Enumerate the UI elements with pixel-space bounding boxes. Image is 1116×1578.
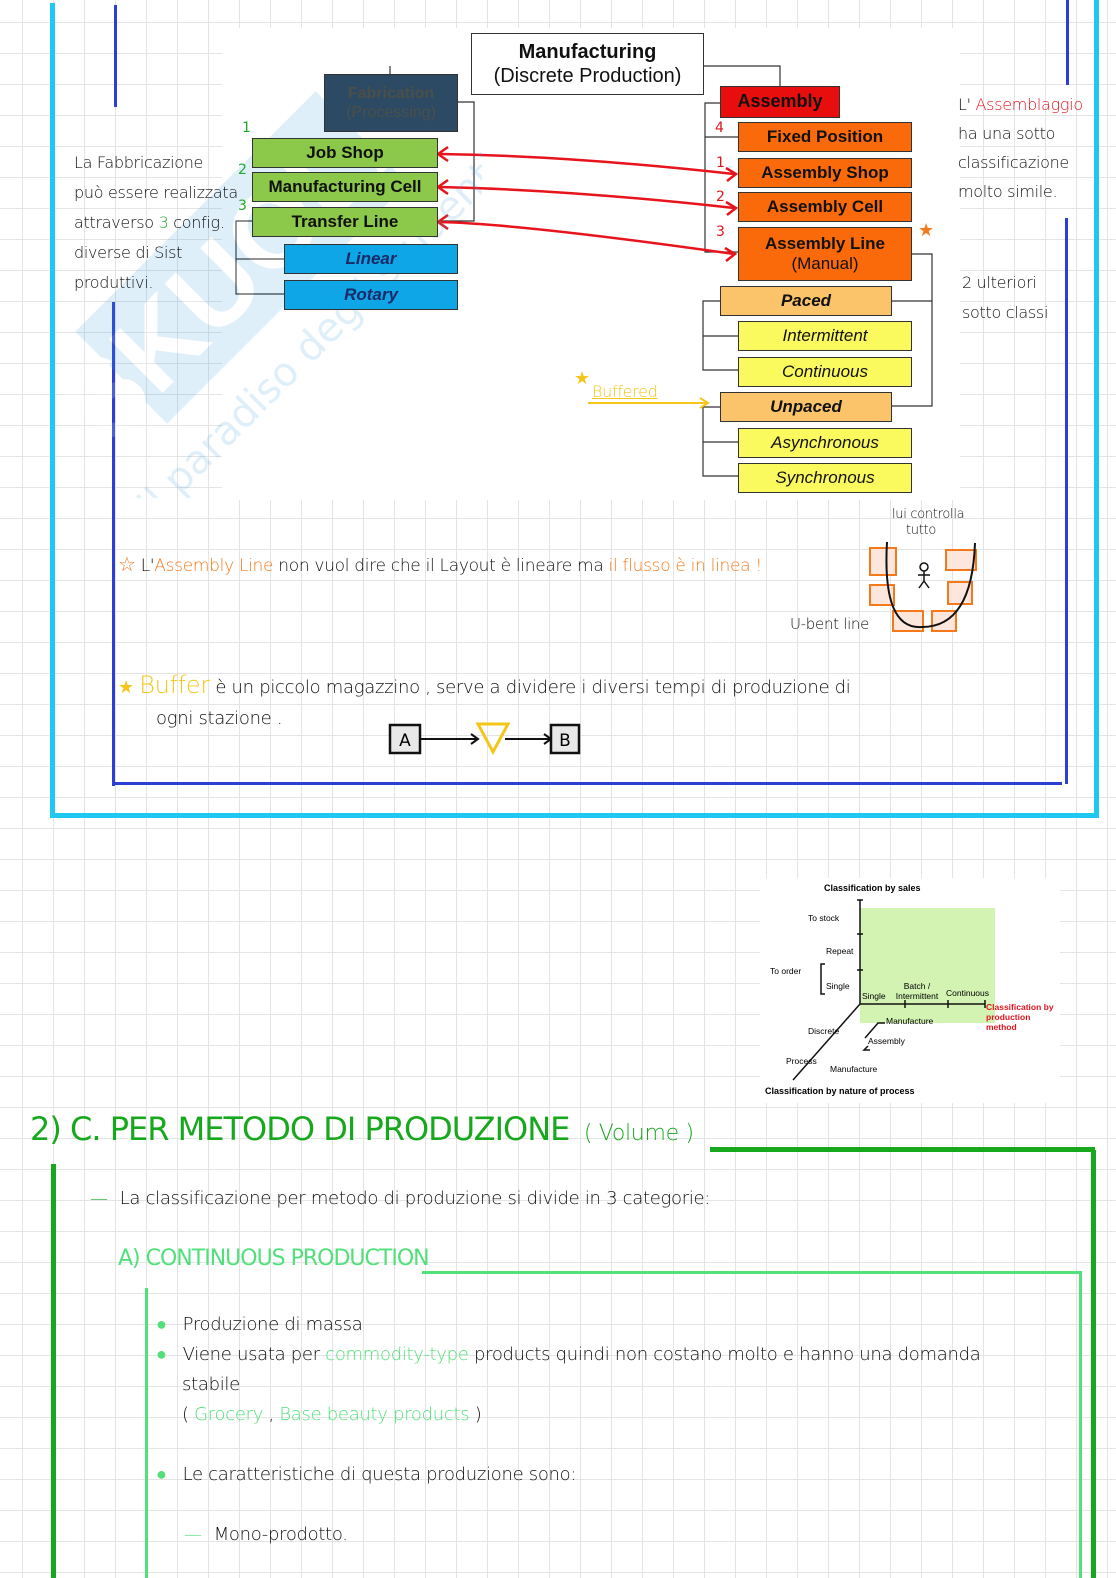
bullet-item: ●Le caratteristiche di questa produzione… [156,1464,577,1485]
subheading-underline [422,1271,1082,1274]
box-unpaced: Unpaced [720,392,892,422]
connector-assemblyline-bracket [892,253,933,407]
cyan-frame-right [1094,0,1099,818]
blue-frame-right [1065,218,1068,784]
red-arrow-cell-assemblycell [439,185,735,210]
buffer-flow-diagram: A B [388,722,581,756]
diagram-connectors [235,65,933,477]
station-b-label: B [559,731,571,751]
blue-frame-right-top [1066,0,1069,85]
box-asynchronous: Asynchronous [738,428,912,458]
star-icon-buffered: ★ [574,368,591,388]
box-job-shop: Job Shop [252,138,438,168]
chart-title-nature: Classification by nature of process [765,1086,915,1096]
star-icon-assembly-line: ★ [918,220,935,240]
box-assembly-line: Assembly Line(Manual) [738,227,912,281]
box-paced: Paced [720,286,892,316]
box-continuous: Continuous [738,357,912,387]
examples-line: ( Grocery , Base beauty products ) [182,1404,482,1425]
section2-frame-left [51,1164,56,1578]
connector-fabrication-bracket [436,101,475,222]
number-fixed-position: 4 [715,120,724,136]
chart-title-sales: Classification by sales [824,883,921,893]
assembly-note: L' Assemblaggio ha una sotto classificaz… [958,95,1083,201]
box-manufacturing: Manufacturing(Discrete Production) [471,33,704,95]
number-assembly-cell: 2 [716,189,725,205]
number-assembly-shop: 1 [716,155,725,171]
number-manufacturing-cell: 2 [238,162,247,178]
connector-paced-bracket [702,300,738,371]
subsection-frame-right [1079,1271,1082,1578]
box-fixed-position: Fixed Position [738,122,912,152]
blue-frame-left-top [114,5,117,107]
red-arrowheads-right [724,166,739,262]
assembly-line-note: ☆ L'Assembly Line non vuol dire che il L… [118,552,762,576]
red-arrowheads-left [435,145,449,231]
red-arrow-transfer-assemblyline [439,220,735,256]
connector-unpaced-bracket [702,406,738,477]
buffered-label: Buffered [592,382,658,401]
star-filled-icon: ★ [118,677,134,698]
section2-intro: —La classificazione per metodo di produz… [90,1188,711,1209]
number-job-shop: 1 [242,120,251,136]
box-intermittent: Intermittent [738,321,912,351]
blue-frame-left [112,302,115,786]
blue-frame-bottom [112,782,1062,785]
box-transfer-line: Transfer Line [252,207,438,237]
box-synchronous: Synchronous [738,463,912,493]
box-assembly: Assembly [720,86,840,118]
u-bent-line-caption: U-bent line [790,615,870,633]
box-fabrication: Fabrication(Processing) [324,74,458,132]
box-assembly-shop: Assembly Shop [738,158,912,188]
classification-3d-chart: Classification by sales To stock Repeat … [760,878,1060,1103]
section2-heading: 2) C. PER METODO DI PRODUZIONE ( Volume … [30,1110,694,1148]
section2-heading-underline [710,1147,1095,1152]
bullet-list: ●Produzione di massa ●Viene usata per co… [156,1310,1076,1550]
dash-item: —Mono-prodotto. [184,1524,348,1545]
star-outline-icon: ☆ [118,552,136,576]
classification-axes [792,899,995,1081]
box-assembly-cell: Assembly Cell [738,192,912,222]
fabrication-note: La Fabbricazione può essere realizzata a… [74,153,238,292]
section2-frame-right [1091,1150,1096,1578]
number-assembly-line: 3 [716,224,725,240]
connector-root-assembly [703,65,781,86]
box-linear: Linear [284,244,458,274]
cyan-frame-bottom [50,813,1095,818]
subsection-frame-left [145,1288,148,1578]
u-line-drawing [869,541,977,632]
connector-transfer-bracket [235,220,284,295]
u-bent-line-sketch: lui controlla tutto [860,505,990,640]
box-manufacturing-cell: Manufacturing Cell [252,172,438,202]
manufacturing-classification-diagram: SKUOLA il paradiso degli studenti Manufa… [35,28,960,500]
buffer-note: ★ Buffer è un piccolo magazzino , serve … [118,671,851,729]
station-a-label: A [399,731,411,751]
cyan-frame-left [50,3,55,818]
dash-icon: — [90,1188,108,1209]
bullet-item: ●Viene usata per commodity-type products… [156,1344,981,1365]
bullet-item: ●Produzione di massa [156,1314,363,1335]
red-arrow-jobshop-assemblyshop [439,152,735,176]
subclass-note: 2 ulteriori sotto classi [962,273,1049,322]
number-transfer-line: 3 [238,198,247,214]
subheading-continuous: A) CONTINUOUS PRODUCTION [118,1246,430,1271]
box-rotary: Rotary [284,280,458,310]
